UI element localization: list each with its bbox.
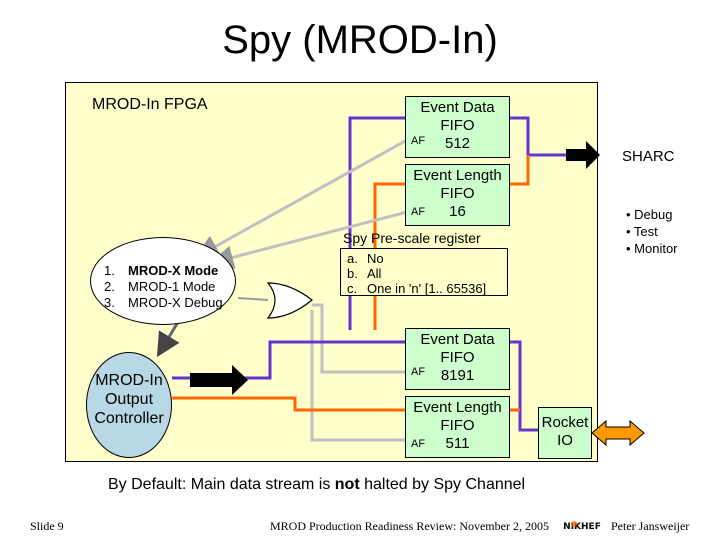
fifo-label: FIFO: [440, 185, 475, 202]
nikhef-logo-icon: NIKHEF: [562, 516, 602, 533]
fpga-label: MROD-In FPGA: [92, 96, 208, 113]
af-line-event-length: [209, 210, 408, 270]
controller-label: MROD-In Output Controller: [94, 372, 164, 427]
mode-selector: [90, 237, 236, 325]
gate-to-mode-line: [237, 297, 269, 301]
rocket-arrow-icon: [591, 419, 645, 447]
fifo-size: 8191: [440, 367, 475, 384]
footer-author: Peter Jansweijer: [611, 519, 690, 533]
fifo-size: 511: [445, 435, 470, 452]
purple-to-sharc-line: [510, 116, 572, 157]
event-length-fifo-bottom: Event Length FIFO 511: [405, 396, 510, 458]
sharc-arrow-icon: [566, 141, 600, 169]
event-data-fifo-bottom: Event Data FIFO 8191: [405, 328, 510, 390]
controller-arrow-icon: [190, 365, 248, 395]
event-data-fifo-top: Event Data FIFO 512: [405, 96, 510, 158]
sharc-label: SHARC: [622, 148, 675, 165]
debug-item: • Monitor: [626, 241, 678, 256]
mode-to-controller-arrow: [156, 321, 180, 358]
af-label: AF: [411, 206, 426, 218]
prescale-option: c.One in 'n' [1.. 65536]: [347, 281, 487, 296]
af-label: AF: [411, 135, 426, 147]
slide-title: Spy (MROD-In): [222, 18, 498, 62]
fifo-title: Event Data: [420, 331, 495, 348]
prescale-option: b.All: [347, 266, 382, 281]
fifo-label: FIFO: [440, 117, 475, 134]
fifo-label: FIFO: [440, 349, 475, 366]
af-line-event-data: [194, 138, 408, 258]
mode-item: 2.MROD-1 Mode: [104, 279, 216, 294]
output-controller: [86, 352, 172, 458]
mode-item: 1.MROD-X Mode: [104, 263, 219, 278]
fifo-title: Event Data: [420, 99, 495, 116]
debug-item: • Test: [626, 224, 658, 239]
rocket-io: Rocket IO: [538, 407, 592, 459]
debug-item: • Debug: [626, 207, 673, 222]
purple-to-rocket-line: [510, 340, 538, 432]
prescale-register: a.No b.All c.One in 'n' [1.. 65536]: [340, 248, 508, 296]
svg-text:NIKHEF: NIKHEF: [563, 522, 601, 532]
fifo-size: 512: [444, 135, 471, 152]
fifo-title: Event Length: [413, 399, 502, 416]
af-label: AF: [411, 438, 426, 450]
event-length-fifo-top: Event Length FIFO 16: [405, 164, 510, 226]
fifo-title: Event Length: [413, 167, 502, 184]
mode-list: 1.MROD-X Mode 2.MROD-1 Mode 3.MROD-X Deb…: [104, 263, 223, 311]
orange-length-line-bottom: [172, 396, 405, 412]
prescale-option: a.No: [347, 251, 384, 266]
af-line-bottom-data: [312, 303, 405, 374]
fifo-size: 16: [449, 203, 466, 220]
mode-item: 3.MROD-X Debug: [104, 295, 223, 310]
slide-number: Slide 9: [30, 519, 64, 533]
af-label: AF: [411, 366, 426, 378]
debug-list: • Debug • Test • Monitor: [626, 206, 678, 257]
footer-review: MROD Production Readiness Review: Novemb…: [270, 519, 549, 533]
orange-to-sharc-line: [510, 155, 530, 186]
af-line-bottom-length: [310, 310, 405, 442]
default-note: By Default: Main data stream is not halt…: [108, 476, 526, 493]
prescale-title: Spy Pre-scale register: [343, 230, 481, 246]
fifo-label: FIFO: [440, 417, 475, 434]
or-gate-icon: [266, 282, 313, 319]
